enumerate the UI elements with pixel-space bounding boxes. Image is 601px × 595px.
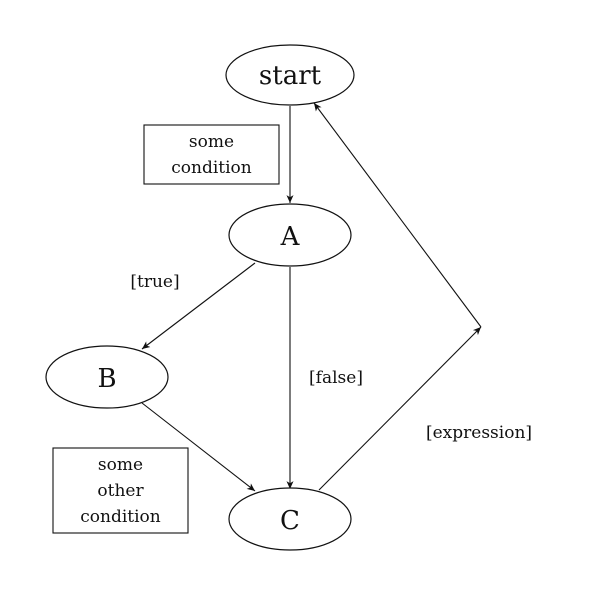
node-start-label: start — [259, 61, 322, 91]
edge-label-false: [false] — [309, 368, 363, 388]
note-other-condition-line-2: other — [97, 481, 144, 501]
node-b: B — [45, 345, 169, 409]
note-other-condition-line-3: condition — [80, 507, 161, 527]
edge-a-to-b — [141, 262, 256, 350]
note-condition-line-1: some — [189, 132, 234, 152]
edge-c-to-junction — [318, 326, 482, 491]
note-condition-line-2: condition — [171, 158, 252, 178]
node-start: start — [225, 44, 355, 106]
edge-junction-to-start — [313, 102, 482, 328]
node-c-label: C — [280, 506, 300, 536]
node-c: C — [228, 487, 352, 551]
note-other-condition-line-1: some — [98, 455, 143, 475]
edge-b-to-c — [141, 402, 256, 492]
node-b-label: B — [97, 364, 116, 394]
edge-label-expression: [expression] — [426, 423, 532, 443]
note-condition: some condition — [143, 124, 280, 185]
node-a: A — [228, 203, 352, 267]
edge-label-true: [true] — [130, 272, 179, 292]
node-a-label: A — [280, 222, 301, 252]
note-other-condition: some other condition — [52, 447, 189, 534]
